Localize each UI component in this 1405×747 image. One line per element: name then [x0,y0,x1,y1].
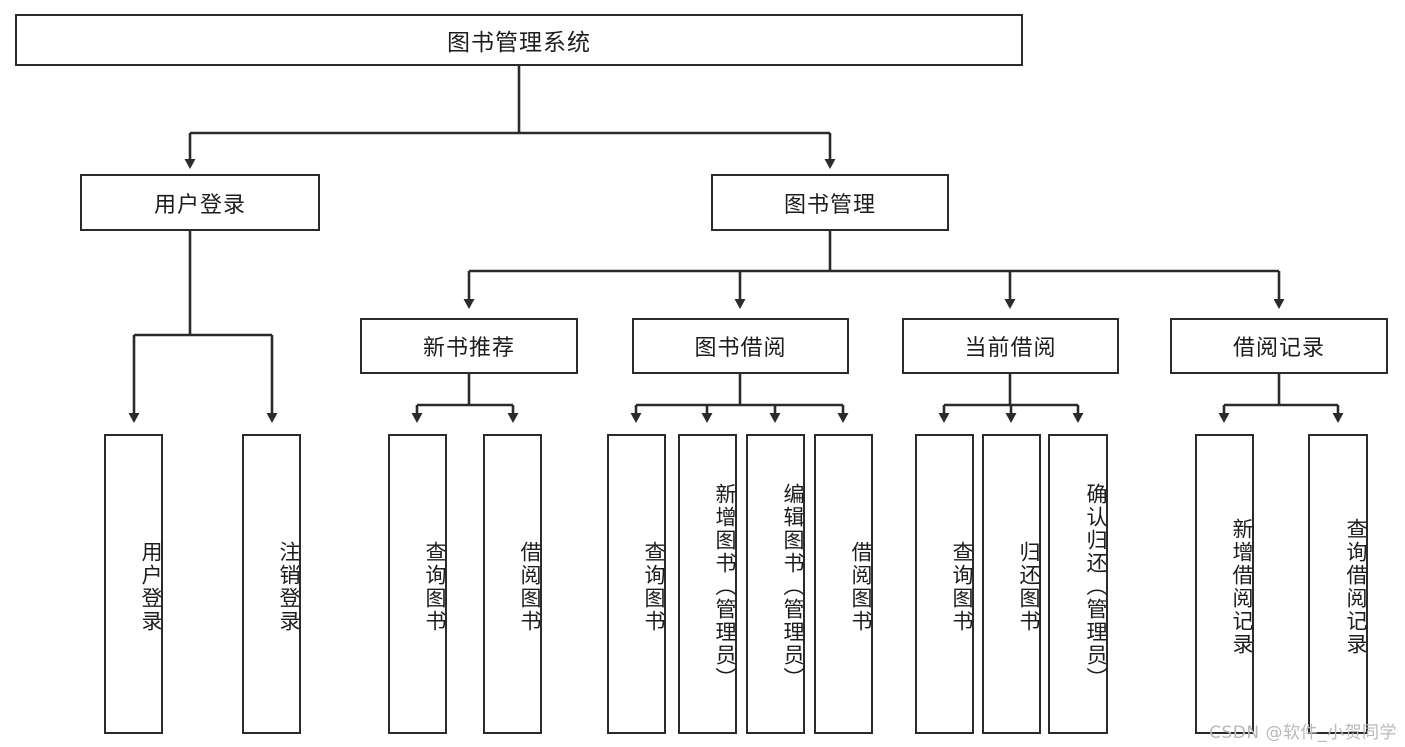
leaf-book-borrow-borrow[interactable]: 借阅图书 [814,434,873,734]
leaf-book-borrow-add[interactable]: 新增图书（管理员） [678,434,737,734]
leaf-new-book-query[interactable]: 查询图书 [388,434,447,734]
node-new-book-recommend[interactable]: 新书推荐 [360,318,578,374]
node-book-borrow[interactable]: 图书借阅 [632,318,849,374]
node-label: 新增借阅记录 [1230,518,1254,656]
node-book-management[interactable]: 图书管理 [711,174,949,231]
node-label: 查询图书 [423,541,447,633]
node-label: 新书推荐 [422,336,515,361]
leaf-book-borrow-edit[interactable]: 编辑图书（管理员） [746,434,805,734]
node-label: 借阅图书 [849,541,873,633]
node-label: 编辑图书（管理员） [781,482,805,690]
leaf-user-login-login[interactable]: 用户登录 [104,434,163,734]
node-label: 借阅记录 [1232,336,1325,361]
leaf-borrow-record-query[interactable]: 查询借阅记录 [1308,434,1368,734]
node-label: 确认归还（管理员） [1084,482,1108,690]
node-label: 查询图书 [642,541,666,633]
watermark: CSDN @软件_小贺同学 [1209,723,1397,743]
node-label: 新增图书（管理员） [713,482,737,690]
node-label: 查询借阅记录 [1344,518,1368,656]
leaf-user-login-logout[interactable]: 注销登录 [242,434,301,734]
node-user-login[interactable]: 用户登录 [80,174,320,231]
leaf-borrow-record-add[interactable]: 新增借阅记录 [1195,434,1254,734]
node-label: 查询图书 [950,541,974,633]
node-current-borrow[interactable]: 当前借阅 [902,318,1119,374]
node-label: 注销登录 [277,541,301,633]
leaf-current-borrow-query[interactable]: 查询图书 [915,434,974,734]
node-label: 用户登录 [139,541,163,633]
node-label: 图书管理系统 [447,30,591,56]
node-label: 借阅图书 [518,541,542,633]
node-borrow-record[interactable]: 借阅记录 [1170,318,1388,374]
node-label: 图书借阅 [694,336,787,361]
node-label: 归还图书 [1017,541,1041,633]
node-label: 用户登录 [153,192,246,218]
node-label: 图书管理 [783,192,876,218]
leaf-new-book-borrow[interactable]: 借阅图书 [483,434,542,734]
leaf-current-borrow-confirm-return[interactable]: 确认归还（管理员） [1048,434,1108,734]
node-label: 当前借阅 [964,336,1057,361]
leaf-book-borrow-query[interactable]: 查询图书 [607,434,666,734]
node-root-system[interactable]: 图书管理系统 [15,14,1023,66]
leaf-current-borrow-return[interactable]: 归还图书 [982,434,1041,734]
